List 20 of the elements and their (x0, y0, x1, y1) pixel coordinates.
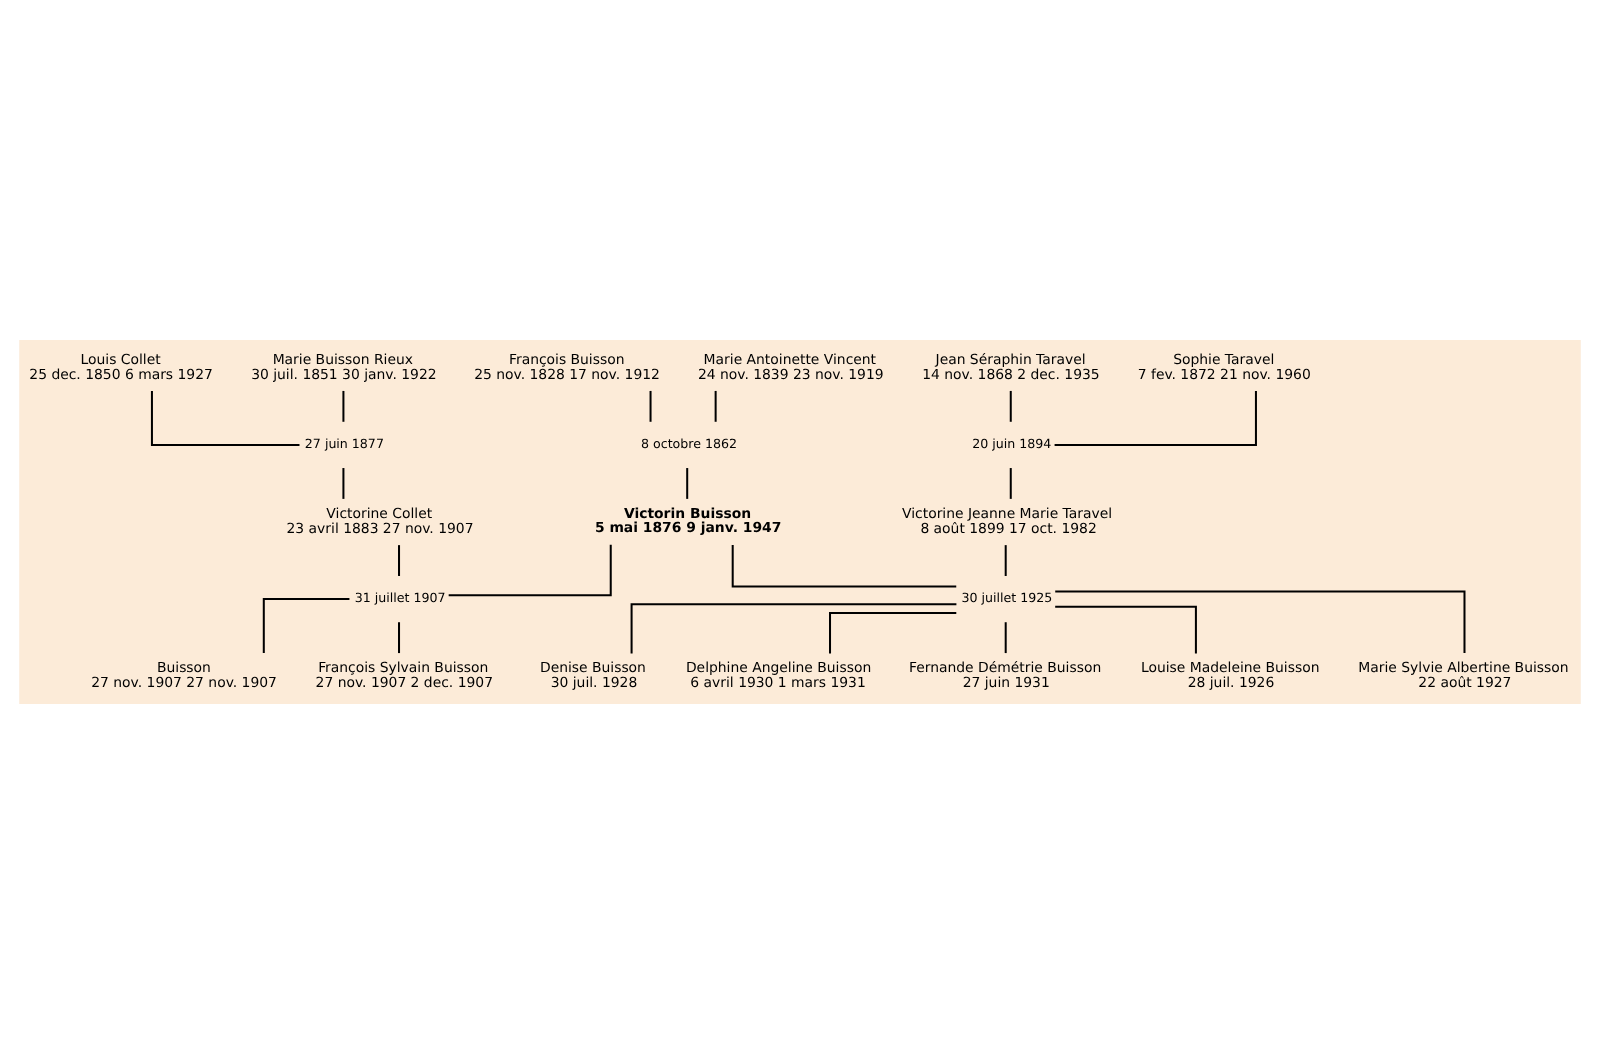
connector (1009, 467, 1012, 498)
connector (262, 597, 350, 653)
connector (398, 621, 401, 653)
connector (714, 389, 717, 421)
connector (630, 602, 957, 653)
connector (342, 389, 345, 421)
connector (398, 544, 401, 575)
connector (1004, 544, 1007, 575)
connector (1009, 389, 1012, 421)
connector (686, 467, 689, 498)
connector (1054, 389, 1257, 445)
connector (150, 389, 300, 445)
connector (829, 611, 957, 653)
connector (448, 543, 612, 596)
connector (649, 389, 652, 421)
connector (1055, 604, 1197, 653)
connector (1055, 589, 1466, 653)
connector (1004, 621, 1007, 653)
connector (342, 467, 345, 498)
connector (731, 543, 957, 587)
